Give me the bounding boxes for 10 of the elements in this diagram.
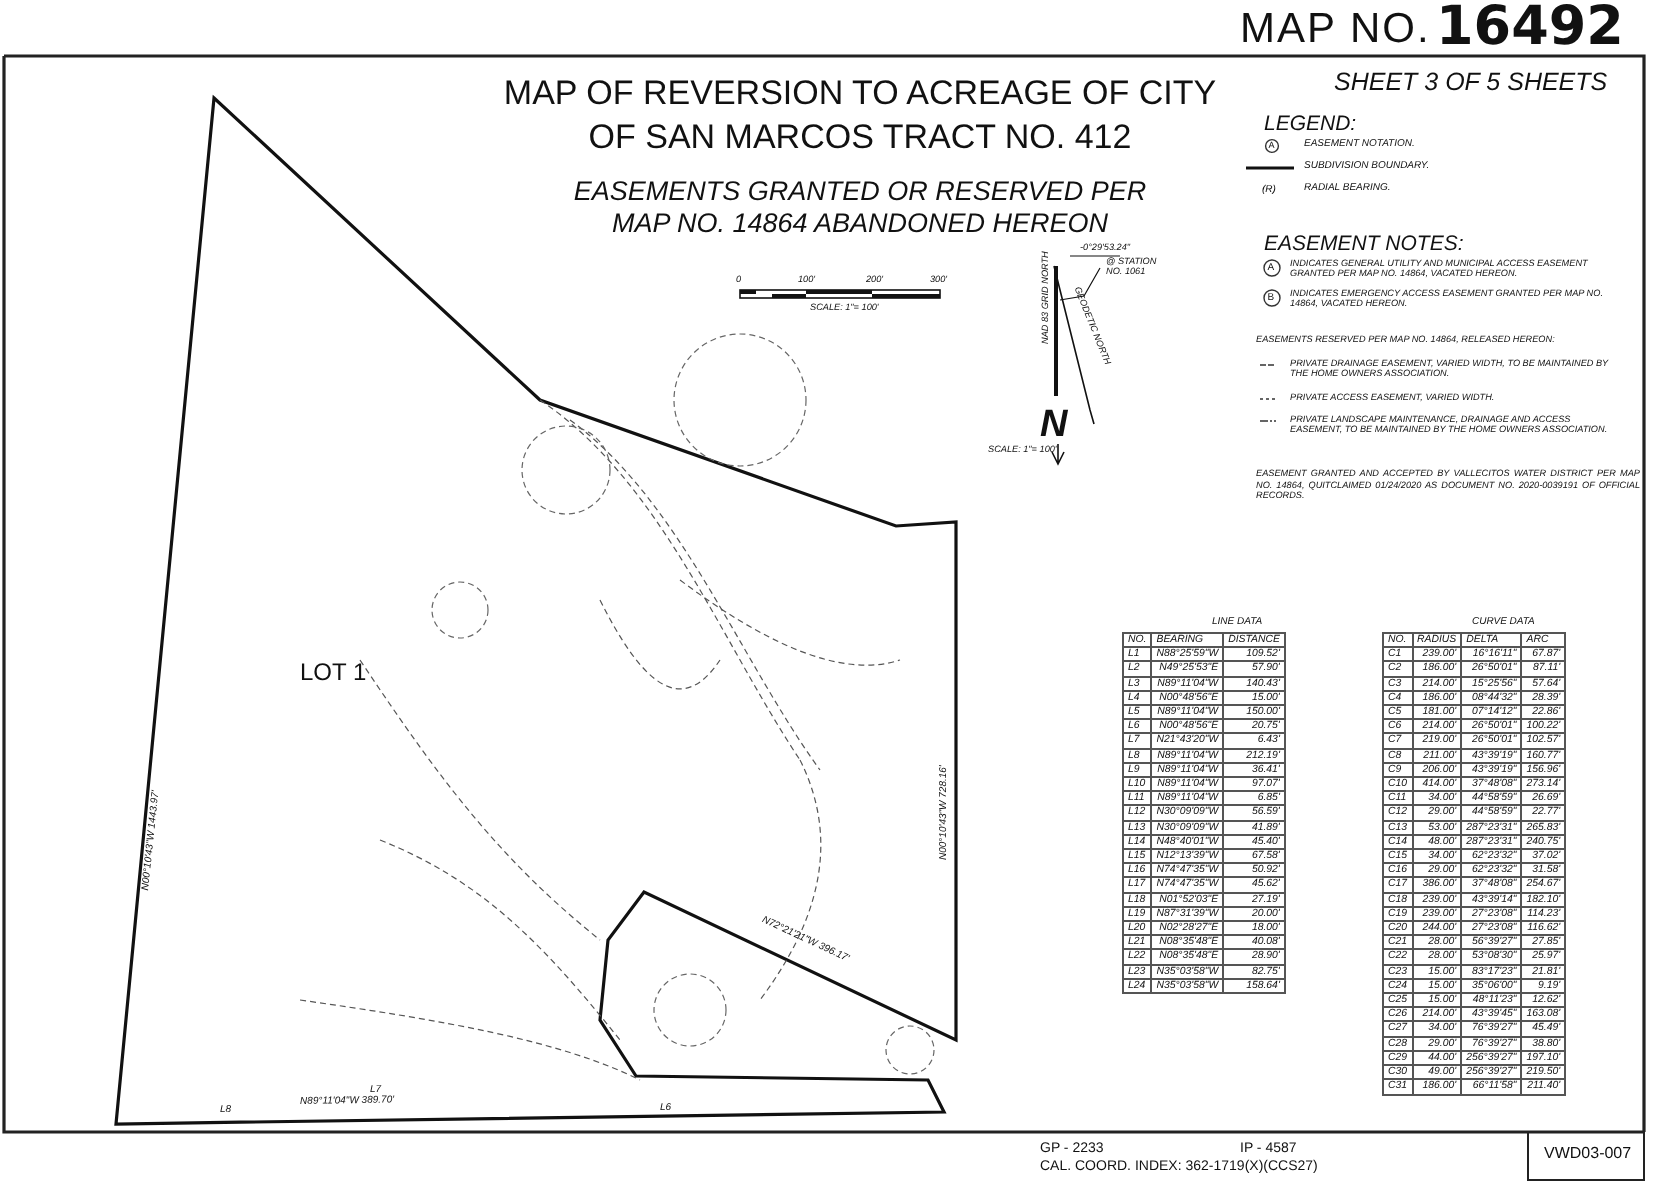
map-subtitle: EASEMENTS GRANTED OR RESERVED PER MAP NO. 14864 ABANDONED HEREON: [571, 176, 1149, 241]
notes-heading: EASEMENT NOTES:: [1264, 234, 1464, 257]
sheet-number: SHEET 3 OF 5 SHEETS: [1334, 70, 1608, 97]
map-title: MAP OF REVERSION TO ACREAGE OF CITY OF SAN MARCOS TRACT NO. 412: [501, 72, 1219, 161]
map-number: 16492: [1436, 0, 1624, 57]
lot-label: LOT 1: [300, 660, 367, 686]
north-letter: N: [1040, 406, 1068, 446]
map-number-label: MAP NO.: [1240, 8, 1431, 53]
legend-title: LEGEND:: [1264, 114, 1357, 137]
sheet-code: VWD03-007: [1544, 1146, 1632, 1163]
